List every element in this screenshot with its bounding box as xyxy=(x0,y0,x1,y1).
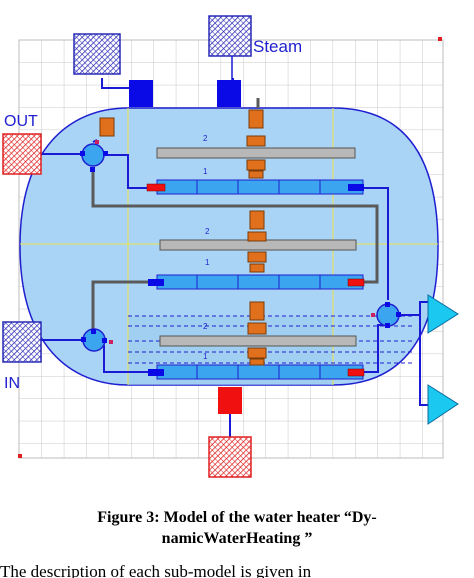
tube-stage-lower: 2 1 xyxy=(148,301,365,380)
splitter-node-right[interactable] xyxy=(371,302,401,328)
tube-outlet-cap xyxy=(348,184,364,191)
figure-caption: Figure 3: Model of the water heater “Dy-… xyxy=(20,507,454,549)
tube-inlet-cap xyxy=(148,369,164,376)
tube-bundle[interactable] xyxy=(156,179,364,195)
top-left-sensor[interactable] xyxy=(99,117,115,137)
heat-sensor[interactable] xyxy=(249,301,265,321)
tube-inlet-cap xyxy=(148,279,164,286)
splitter-node-bottom[interactable] xyxy=(81,328,113,352)
stage-number-2: 2 xyxy=(205,227,210,236)
heat-sensor[interactable] xyxy=(249,210,265,230)
out-port-block[interactable] xyxy=(2,133,42,175)
wall-segment xyxy=(247,251,267,263)
top-left-flange[interactable] xyxy=(129,80,153,107)
in-port-block[interactable] xyxy=(2,321,42,363)
caption-line-1: Figure 3: Model of the water heater “Dy- xyxy=(97,509,377,526)
in-label: IN xyxy=(4,375,20,392)
body-text: The description of each sub-model is giv… xyxy=(0,562,312,578)
wall-segment xyxy=(247,347,267,359)
wall-segment xyxy=(249,358,265,366)
outlet-pump-lower[interactable] xyxy=(427,384,459,425)
tube-stage-upper: 2 1 xyxy=(146,109,364,195)
steam-label: Steam xyxy=(253,37,302,56)
tube-bundle[interactable] xyxy=(156,274,364,290)
gray-pipes xyxy=(91,98,379,333)
heat-sensor[interactable] xyxy=(248,109,264,129)
inlet-source-block[interactable] xyxy=(73,33,121,75)
wall-segment xyxy=(246,159,266,171)
canvas-corner-marker xyxy=(438,37,442,41)
tube-outlet-cap xyxy=(347,278,365,287)
steam-flange[interactable] xyxy=(217,80,241,107)
wall-segment xyxy=(249,263,265,273)
stage-number-2: 2 xyxy=(203,322,208,331)
stage-number-2: 2 xyxy=(203,134,208,143)
blue-pipes xyxy=(40,78,428,438)
steam-source-block[interactable] xyxy=(208,15,252,57)
caption-line-2: namicWaterHeating ” xyxy=(161,530,313,547)
baffle-plate xyxy=(156,147,356,159)
wall-segment xyxy=(246,135,266,147)
tube-inlet-cap xyxy=(146,183,166,192)
wall-segment xyxy=(248,170,264,179)
splitter-node-top[interactable] xyxy=(80,140,108,172)
water-heater-diagram: Steam OUT IN 2 1 xyxy=(2,15,459,478)
outlet-pump-upper[interactable] xyxy=(427,294,459,334)
stage-number-1: 1 xyxy=(203,352,208,361)
wall-segment xyxy=(247,322,267,335)
out-label: OUT xyxy=(4,113,38,130)
wall-segment xyxy=(247,231,267,242)
stage-number-1: 1 xyxy=(205,258,210,267)
bottom-drain-flange[interactable] xyxy=(218,387,242,414)
stage-number-1: 1 xyxy=(203,167,208,176)
canvas-corner-marker xyxy=(18,454,22,458)
drain-sink-block[interactable] xyxy=(208,436,252,478)
tube-bundle[interactable] xyxy=(156,364,364,380)
tube-stage-middle: 2 1 xyxy=(148,210,365,290)
tube-outlet-cap xyxy=(347,368,365,377)
baffle-plate xyxy=(159,335,357,347)
